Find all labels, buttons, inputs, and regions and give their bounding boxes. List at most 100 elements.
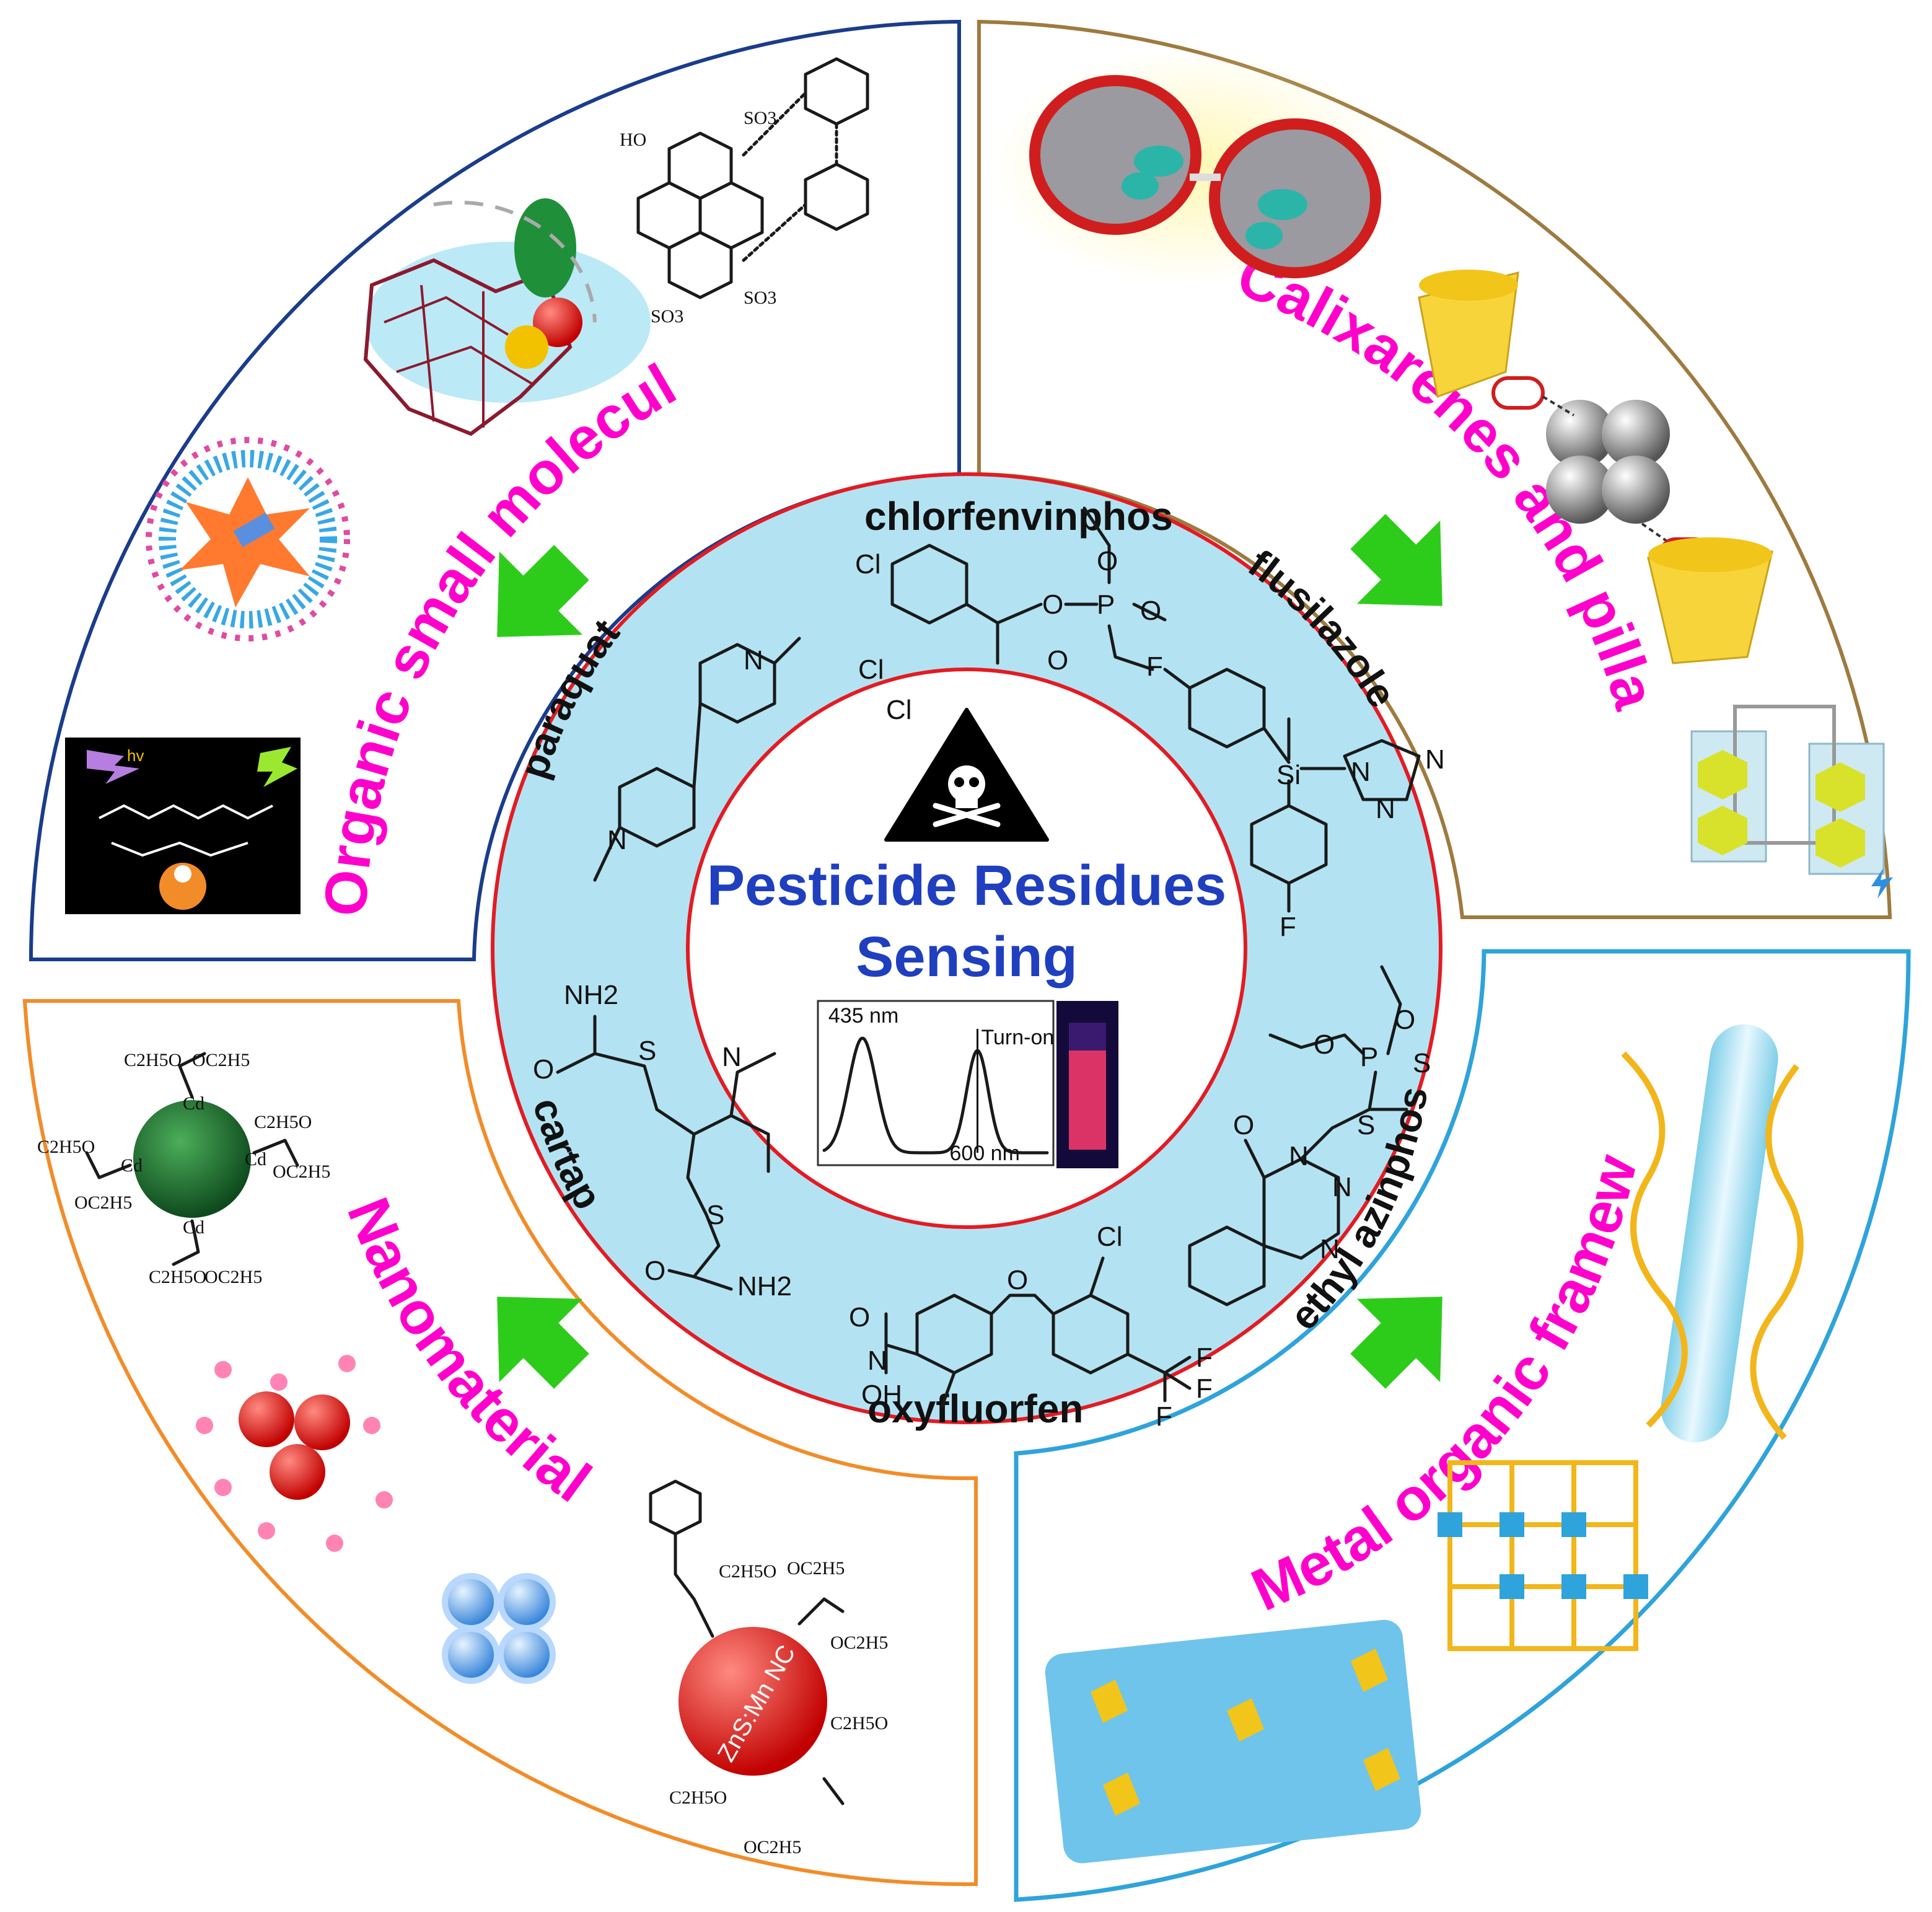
svg-text:Cl: Cl bbox=[855, 549, 881, 579]
svg-text:O: O bbox=[849, 1302, 870, 1333]
mof-quadrant-illustrations bbox=[1045, 1024, 1804, 1864]
svg-text:N: N bbox=[1332, 1172, 1352, 1202]
svg-text:OC2H5: OC2H5 bbox=[744, 1837, 801, 1857]
mof-tube-icon bbox=[1621, 1024, 1804, 1443]
svg-text:SO3: SO3 bbox=[744, 288, 776, 308]
mof-lattice-icon bbox=[1438, 1460, 1648, 1651]
skull-crossbones-icon bbox=[884, 708, 1049, 842]
svg-text:N: N bbox=[1320, 1234, 1340, 1264]
svg-text:HO: HO bbox=[620, 130, 646, 150]
turn-on-label: Turn-on bbox=[981, 1026, 1055, 1049]
svg-text:Cd: Cd bbox=[245, 1149, 266, 1170]
svg-text:Cd: Cd bbox=[183, 1217, 204, 1238]
svg-text:NH2: NH2 bbox=[737, 1271, 792, 1302]
label-chlorfenvinphos: chlorfenvinphos bbox=[864, 494, 1173, 539]
svg-text:O: O bbox=[644, 1256, 665, 1286]
arrow-from-mof bbox=[1350, 1297, 1442, 1389]
structure-ethyl-azinphos: O N N N S P S O O bbox=[1188, 965, 1431, 1306]
svg-text:SO3: SO3 bbox=[744, 108, 776, 128]
liposome-icon bbox=[146, 437, 350, 641]
svg-text:N: N bbox=[1376, 794, 1395, 824]
organic-quadrant-illustrations: HO SO3 SO3 SO3 hv bbox=[65, 57, 869, 914]
spectrum-frame bbox=[817, 1000, 1055, 1166]
emission-spectrum-chart: 435 nm Turn-on 600 nm bbox=[817, 1000, 1055, 1166]
svg-text:OC2H5: OC2H5 bbox=[74, 1192, 132, 1213]
center-title-line2: Sensing bbox=[856, 925, 1078, 989]
svg-text:F: F bbox=[1280, 912, 1296, 942]
svg-text:N: N bbox=[1289, 1141, 1309, 1171]
mof-film-icon bbox=[1045, 1619, 1421, 1864]
svg-text:F: F bbox=[1156, 1401, 1172, 1432]
svg-text:N: N bbox=[867, 1346, 887, 1376]
svg-text:O: O bbox=[1047, 645, 1068, 676]
svg-text:F: F bbox=[1196, 1342, 1213, 1373]
svg-text:C2H5O: C2H5O bbox=[830, 1713, 888, 1734]
fluorescent-cuvette-icon bbox=[1056, 1001, 1118, 1168]
svg-text:O: O bbox=[1394, 1005, 1415, 1035]
nano-quadrant-illustrations: C2H5O OC2H5 C2H5O OC2H5 C2H5O OC2H5 C2H5… bbox=[37, 1050, 888, 1857]
frame-metal-organic-frameworks bbox=[1014, 949, 1911, 1902]
svg-text:C2H5O: C2H5O bbox=[124, 1050, 182, 1070]
peak-600-label: 600 nm bbox=[950, 1142, 1020, 1165]
structure-flusilazole: F Si F N N N bbox=[1146, 651, 1445, 942]
svg-text:C2H5O: C2H5O bbox=[719, 1561, 776, 1582]
svg-text:N: N bbox=[722, 1042, 742, 1072]
svg-text:OC2H5: OC2H5 bbox=[204, 1267, 262, 1287]
quantum-dot-assembly-icon bbox=[442, 1573, 556, 1684]
svg-text:N: N bbox=[607, 825, 627, 855]
svg-text:O: O bbox=[1042, 589, 1063, 620]
calixarene-quadrant-illustrations bbox=[991, 50, 1893, 899]
svg-text:P: P bbox=[1360, 1042, 1378, 1072]
frame-nanomaterials bbox=[22, 999, 978, 1887]
svg-text:Cd: Cd bbox=[121, 1155, 143, 1176]
svg-text:SO3: SO3 bbox=[651, 306, 683, 327]
svg-text:F: F bbox=[1146, 651, 1163, 682]
structure-cartap: NH2 O S N S O NH2 bbox=[533, 980, 792, 1302]
svg-text:S: S bbox=[706, 1200, 724, 1230]
label-oxyfluorfen: oxyfluorfen bbox=[867, 1386, 1083, 1431]
svg-text:O: O bbox=[1007, 1265, 1028, 1295]
arrow-from-calixarenes bbox=[1350, 514, 1442, 606]
frame-organic-small-molecules bbox=[29, 19, 961, 961]
svg-text:S: S bbox=[638, 1036, 656, 1066]
svg-text:OC2H5: OC2H5 bbox=[830, 1632, 888, 1653]
svg-text:C2H5O: C2H5O bbox=[669, 1787, 727, 1808]
svg-text:Cl: Cl bbox=[886, 695, 912, 725]
svg-text:P: P bbox=[1097, 589, 1115, 620]
svg-text:Si: Si bbox=[1276, 760, 1301, 790]
structure-paraquat: N N bbox=[593, 637, 801, 882]
pyrene-structure-icon: HO SO3 SO3 SO3 bbox=[620, 57, 869, 327]
svg-text:Cl: Cl bbox=[858, 654, 884, 685]
svg-text:O: O bbox=[1233, 1110, 1254, 1140]
svg-text:OC2H5: OC2H5 bbox=[787, 1558, 845, 1579]
svg-text:N: N bbox=[1425, 744, 1445, 775]
svg-text:C2H5O: C2H5O bbox=[149, 1267, 206, 1287]
peak-435-label: 435 nm bbox=[828, 1004, 898, 1028]
svg-text:Cl: Cl bbox=[1097, 1222, 1123, 1252]
svg-text:C2H5O: C2H5O bbox=[37, 1137, 95, 1157]
capsule-dimer-icon bbox=[991, 50, 1388, 285]
svg-text:F: F bbox=[1196, 1373, 1213, 1404]
structure-oxyfluorfen: O Cl F F F O N OH bbox=[849, 1222, 1213, 1432]
zns-mn-nanocrystal-icon: ZnS:Mn NC OC2H5 C2H5O OC2H5 C2H5O C2H5O … bbox=[649, 1479, 888, 1857]
arrow-from-nano bbox=[497, 1297, 589, 1389]
svg-text:OC2H5: OC2H5 bbox=[273, 1161, 330, 1182]
svg-text:C2H5O: C2H5O bbox=[254, 1112, 312, 1132]
cdte-nanoparticle-icon: C2H5O OC2H5 C2H5O OC2H5 C2H5O OC2H5 C2H5… bbox=[37, 1050, 330, 1287]
svg-text:hv: hv bbox=[127, 746, 144, 765]
spectrum-line bbox=[822, 1036, 1049, 1155]
svg-text:N: N bbox=[1351, 757, 1371, 787]
pillararene-framework-icon bbox=[1690, 705, 1893, 899]
svg-text:O: O bbox=[1314, 1029, 1335, 1060]
center-title-line1: Pesticide Residues bbox=[707, 854, 1227, 917]
svg-text:S: S bbox=[1357, 1110, 1375, 1140]
molecular-cage-icon bbox=[363, 198, 651, 436]
svg-text:N: N bbox=[744, 645, 763, 676]
svg-text:OH: OH bbox=[861, 1380, 902, 1410]
svg-text:NH2: NH2 bbox=[564, 980, 618, 1010]
svg-text:O: O bbox=[1140, 596, 1161, 626]
pillararene-rotaxane-icon bbox=[1418, 270, 1773, 664]
svg-text:OC2H5: OC2H5 bbox=[192, 1050, 250, 1070]
svg-text:S: S bbox=[1413, 1048, 1431, 1078]
